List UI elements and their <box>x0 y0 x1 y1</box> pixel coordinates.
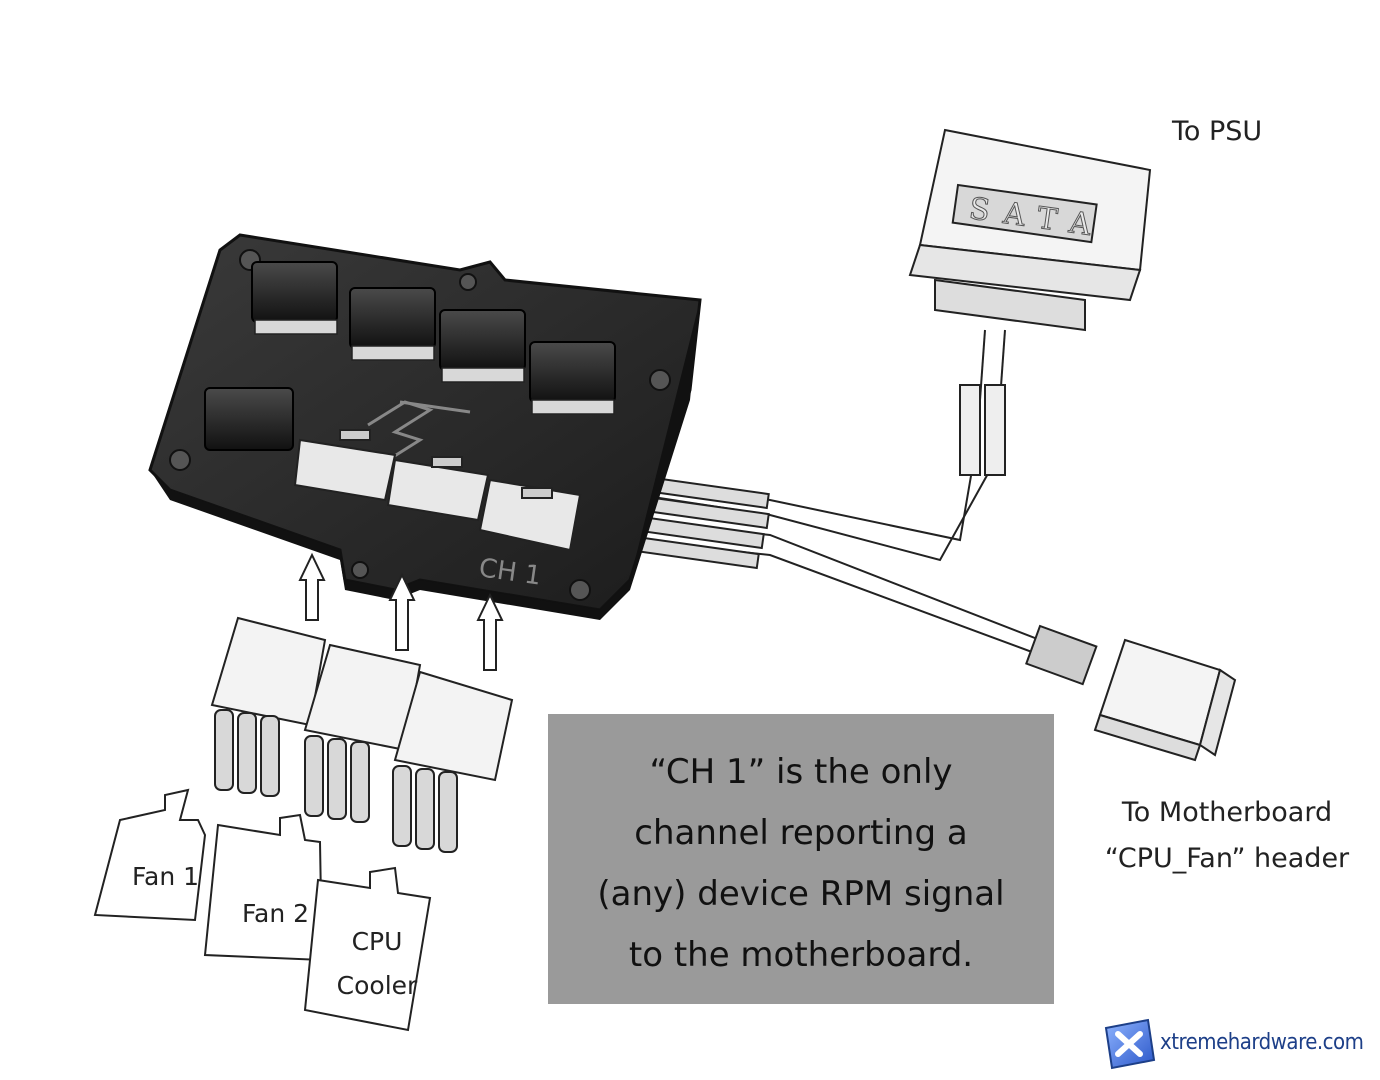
motherboard-label-line2: “CPU_Fan” header <box>1104 843 1350 874</box>
hub-logo-icon <box>367 400 471 464</box>
sata-connector: SATA <box>908 128 1152 332</box>
hub-capacitors <box>204 261 616 451</box>
cpu-cooler-tag-line1: CPU <box>351 927 403 956</box>
fan-hub: CH 1 <box>148 233 702 620</box>
cable-sleeves <box>626 384 1098 686</box>
connector-tags <box>93 788 432 1032</box>
fan-plugs <box>210 616 514 853</box>
motherboard-plug <box>1093 638 1237 762</box>
fan1-tag: Fan 1 <box>131 862 200 891</box>
callout-line: to the motherboard. <box>628 935 974 975</box>
callout-box: “CH 1” is the only channel reporting a (… <box>548 714 1054 1004</box>
plug-arrows <box>298 552 504 671</box>
cap-bases <box>254 319 615 415</box>
cpu-cooler-tag: CPU Cooler <box>322 920 432 1008</box>
cpu-cooler-tag-line2: Cooler <box>336 971 418 1000</box>
callout-line: “CH 1” is the only <box>649 752 953 792</box>
fan2-tag: Fan 2 <box>241 899 310 928</box>
callout-line: (any) device RPM signal <box>597 874 1005 914</box>
psu-label: To PSU <box>1172 116 1263 147</box>
watermark: xtremehardware.com <box>1098 1014 1364 1074</box>
motherboard-label: To Motherboard “CPU_Fan” header <box>1092 790 1362 882</box>
watermark-logo-icon <box>1104 1018 1156 1070</box>
motherboard-label-line1: To Motherboard <box>1121 797 1333 828</box>
callout-line: channel reporting a <box>634 813 968 853</box>
watermark-text: xtremehardware.com <box>1160 1030 1364 1055</box>
fan-headers <box>293 429 582 552</box>
